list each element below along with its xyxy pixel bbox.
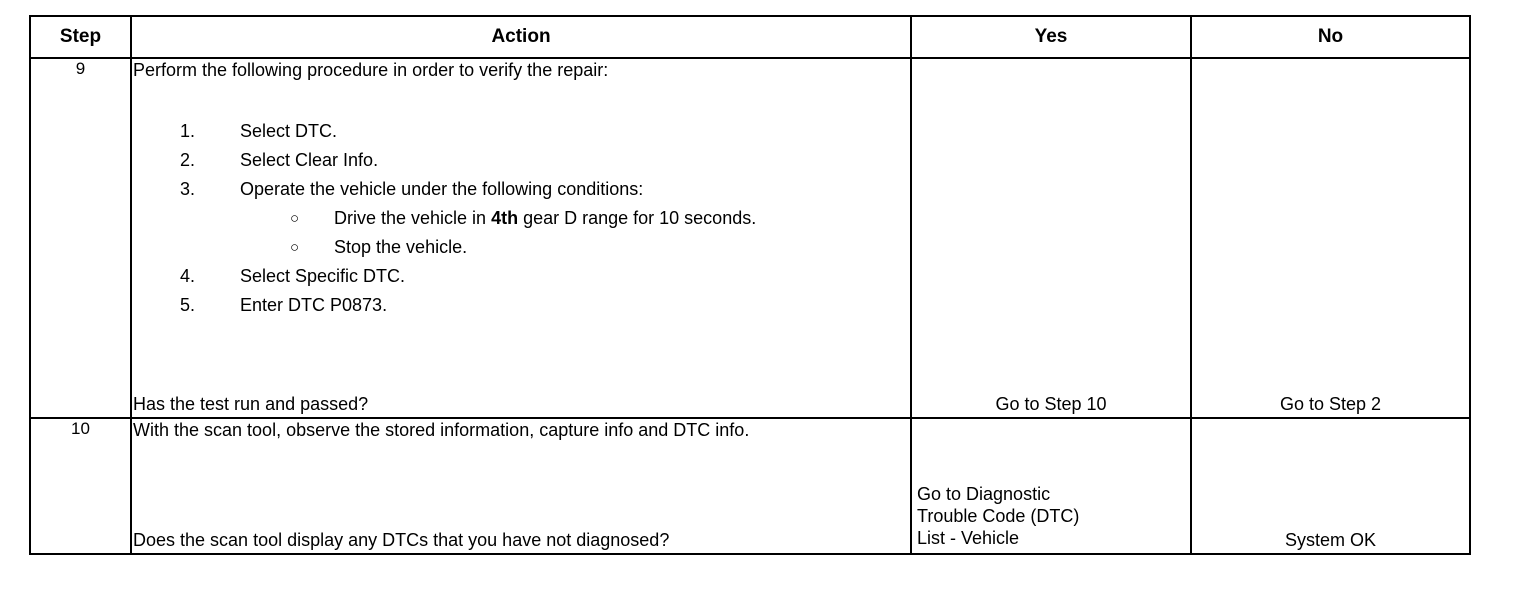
- yes-branch-line: Trouble Code (DTC): [917, 506, 1080, 527]
- yes-branch-text: Go to Step 10: [995, 394, 1107, 415]
- list-item-number: 5.: [180, 295, 196, 315]
- list-item-text: Select Clear Info.: [240, 150, 379, 170]
- column-header-step: Step: [29, 15, 132, 59]
- action-question-text: Has the test run and passed?: [133, 394, 369, 415]
- action-statement-text: With the scan tool, observe the stored i…: [133, 420, 750, 440]
- yes-branch-line: List - Vehicle: [917, 528, 1020, 549]
- column-header-action: Action: [130, 15, 912, 59]
- yes-branch-text: Go to Diagnostic Trouble Code (DTC) List…: [917, 484, 1079, 550]
- sub-list-item-text: Stop the vehicle.: [334, 237, 468, 257]
- list-item: 4. Select Specific DTC.: [132, 262, 910, 291]
- sub-list-item-text: Drive the vehicle in 4th gear D range fo…: [334, 208, 756, 228]
- no-branch-cell: Go to Step 2: [1190, 57, 1471, 419]
- condition-sub-list: ○ Drive the vehicle in 4th gear D range …: [286, 204, 910, 262]
- yes-branch-wrapper: Go to Diagnostic Trouble Code (DTC) List…: [912, 419, 1190, 553]
- table-row: 9 Perform the following procedure in ord…: [29, 57, 1471, 419]
- list-item-text: Select DTC.: [240, 121, 338, 141]
- hollow-circle-bullet-icon: ○: [290, 239, 300, 256]
- no-branch-cell: System OK: [1190, 417, 1471, 555]
- yes-branch-line: Go to Diagnostic: [917, 484, 1051, 505]
- column-header-no: No: [1190, 15, 1471, 59]
- action-content: Perform the following procedure in order…: [132, 59, 910, 417]
- table-body: 9 Perform the following procedure in ord…: [29, 57, 1471, 555]
- list-item-text: Enter DTC P0873.: [240, 295, 388, 315]
- list-item-number: 4.: [180, 266, 196, 286]
- sub-list-item: ○ Drive the vehicle in 4th gear D range …: [286, 204, 910, 233]
- yes-branch-cell: Go to Diagnostic Trouble Code (DTC) List…: [910, 417, 1192, 555]
- sub-list-wrapper: ○ Drive the vehicle in 4th gear D range …: [286, 204, 910, 262]
- list-item-number: 1.: [180, 121, 196, 141]
- action-cell: With the scan tool, observe the stored i…: [130, 417, 912, 555]
- no-branch-text: System OK: [1284, 530, 1377, 551]
- list-item-text: Operate the vehicle under the following …: [240, 179, 644, 199]
- list-item: 1. Select DTC.: [132, 117, 910, 146]
- column-header-yes: Yes: [910, 15, 1192, 59]
- sub-text-after: gear D range for 10 seconds.: [518, 208, 757, 228]
- action-question-text: Does the scan tool display any DTCs that…: [133, 530, 670, 551]
- action-cell: Perform the following procedure in order…: [130, 57, 912, 419]
- sub-list-item: ○ Stop the vehicle.: [286, 233, 910, 262]
- table-header: Step Action Yes No: [29, 15, 1471, 59]
- action-lead-text: Perform the following procedure in order…: [133, 60, 609, 80]
- table-row: 10 With the scan tool, observe the store…: [29, 417, 1471, 555]
- list-item-text: Select Specific DTC.: [240, 266, 406, 286]
- diagnostic-procedure-table: Step Action Yes No 9 Perform the followi…: [29, 15, 1471, 555]
- list-item: 5. Enter DTC P0873.: [132, 291, 910, 320]
- step-number-cell: 10: [29, 417, 132, 555]
- list-item: 2. Select Clear Info.: [132, 146, 910, 175]
- hollow-circle-bullet-icon: ○: [290, 210, 300, 227]
- list-item-number: 3.: [180, 179, 196, 199]
- procedure-list: 1. Select DTC. 2. Select Clear Info. 3. …: [132, 117, 910, 320]
- list-item-number: 2.: [180, 150, 196, 170]
- yes-branch-wrapper: Go to Step 10: [912, 59, 1190, 417]
- no-branch-wrapper: System OK: [1192, 419, 1469, 553]
- no-branch-wrapper: Go to Step 2: [1192, 59, 1469, 417]
- step-number-cell: 9: [29, 57, 132, 419]
- sub-text-emphasis: 4th: [491, 208, 519, 228]
- list-item: 3. Operate the vehicle under the followi…: [132, 175, 910, 262]
- yes-branch-cell: Go to Step 10: [910, 57, 1192, 419]
- no-branch-text: Go to Step 2: [1279, 394, 1382, 415]
- sub-text-before: Drive the vehicle in: [334, 208, 492, 228]
- header-row: Step Action Yes No: [29, 15, 1471, 59]
